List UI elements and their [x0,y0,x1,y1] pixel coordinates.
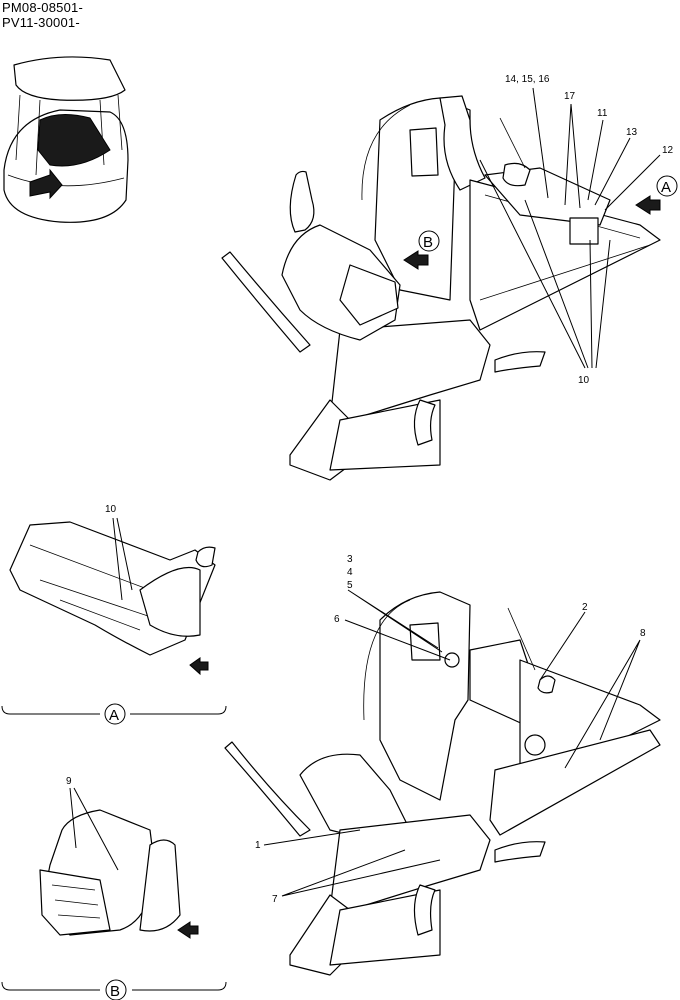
callout-17: 17 [564,91,576,102]
detail-a-arrow-icon [189,657,209,676]
view-a-arrow-icon [635,195,661,215]
callout-13: 13 [626,127,638,138]
callout-12: 12 [662,145,674,156]
callout-4: 4 [347,567,353,578]
view-a-letter-top: A [661,179,671,196]
callout-2: 2 [582,602,588,613]
view-b-arrow-icon [403,250,429,270]
callout-7: 7 [272,894,278,905]
view-b-letter-detail: B [110,983,120,1000]
view-a-marker-top: A [656,175,678,197]
doc-code-2: PV11-30001- [2,15,80,30]
detail-b-drawing [1,787,227,991]
detail-a-drawing [1,517,227,715]
machine-thumbnail [3,56,129,223]
view-a-marker-detail: A [104,703,126,725]
callout-5: 5 [347,580,353,591]
top-leader-lines [479,87,661,369]
callout-10-top: 10 [578,375,590,386]
detail-b-arrow-icon [177,921,199,939]
callout-10-detail: 10 [105,504,117,515]
callout-9: 9 [66,776,72,787]
bottom-leader-lines [263,589,641,897]
callout-3: 3 [347,554,353,565]
callout-11: 11 [597,108,608,119]
view-b-marker-detail: B [105,979,127,1000]
view-a-letter-detail: A [109,707,119,724]
bottom-assembly [224,591,661,976]
view-b-marker-top: B [418,230,440,252]
thumbnail-arrow-icon [29,168,63,200]
doc-code-1: PM08-08501- [2,0,83,15]
callout-14-15-16: 14, 15, 16 [505,74,550,85]
callout-6: 6 [334,614,340,625]
view-b-letter-top: B [423,234,433,251]
callout-1: 1 [255,840,261,851]
top-assembly [221,95,661,481]
callout-8: 8 [640,628,646,639]
